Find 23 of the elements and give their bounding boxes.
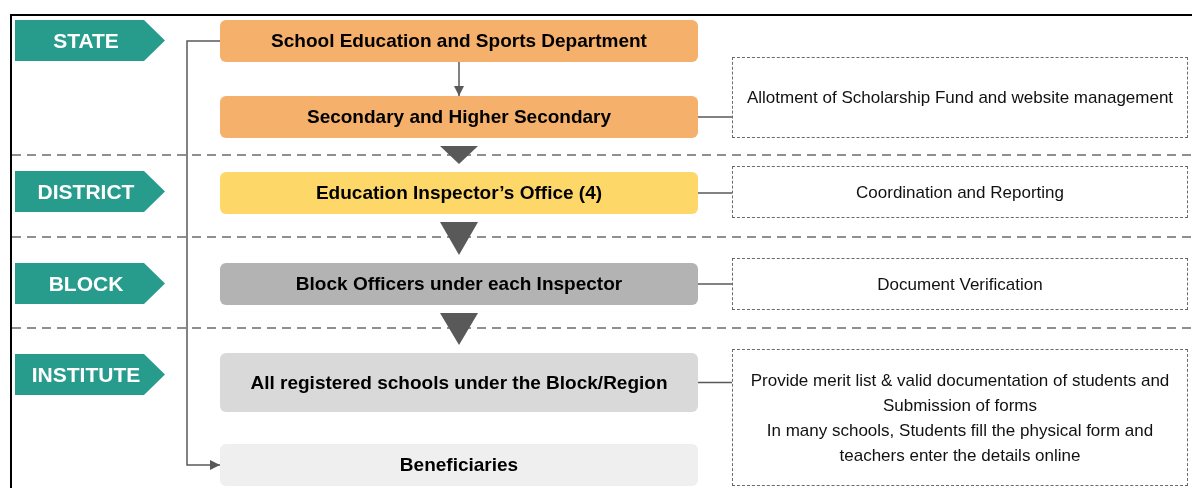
process-box: School Education and Sports Department — [220, 20, 698, 62]
process-box: All registered schools under the Block/Region — [220, 353, 698, 412]
level-tag: DISTRICT — [15, 171, 165, 212]
level-tag: STATE — [15, 20, 165, 61]
note-box: Provide merit list & valid documentation of students and Submission of forms In many schools, Students fill the physical form and teachers enter the details online — [732, 349, 1188, 486]
process-box: Block Officers under each Inspector — [220, 263, 698, 305]
connector-line — [697, 192, 733, 194]
connector-line — [697, 381, 733, 384]
connector-line — [453, 61, 465, 97]
process-box: Beneficiaries — [220, 444, 698, 486]
triangle-arrow — [440, 146, 478, 164]
note-box: Allotment of Scholarship Fund and website management — [732, 57, 1188, 138]
note-box: Coordination and Reporting — [732, 166, 1188, 218]
process-box: Secondary and Higher Secondary — [220, 96, 698, 138]
triangle-arrow — [440, 313, 478, 345]
process-box: Education Inspector’s Office (4) — [220, 172, 698, 214]
connector-line — [186, 40, 221, 471]
level-tag: BLOCK — [15, 263, 165, 304]
note-box: Document Verification — [732, 258, 1188, 310]
connector-line — [697, 283, 733, 285]
connector-line — [697, 116, 733, 118]
triangle-arrow — [440, 222, 478, 255]
level-tag: INSTITUTE — [15, 354, 165, 395]
